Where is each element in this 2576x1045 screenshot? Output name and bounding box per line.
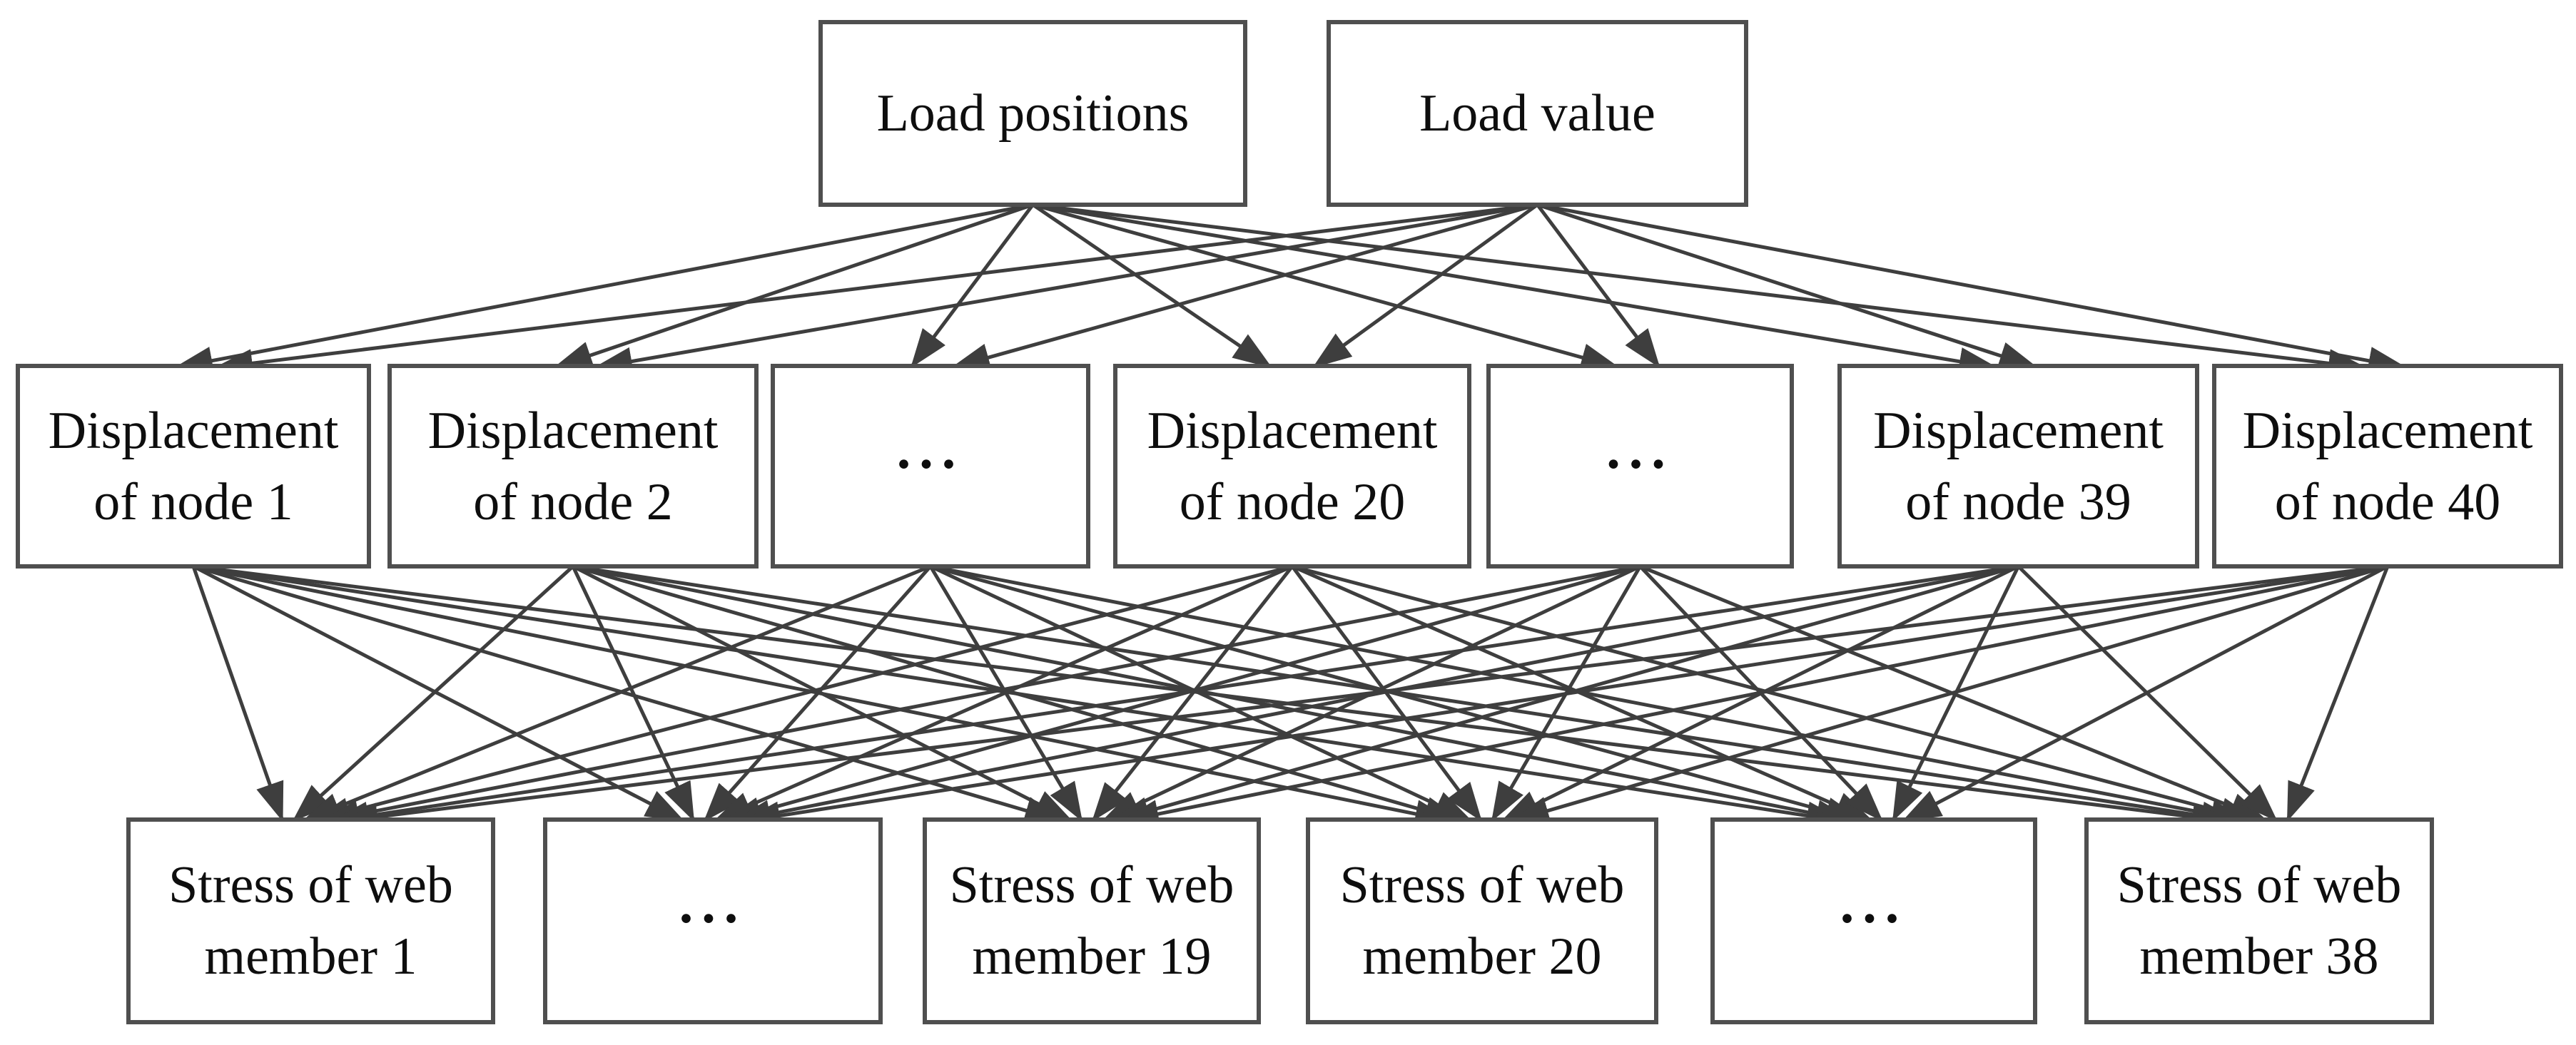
node-displacement-39: Displacement of node 39 <box>1837 364 2199 569</box>
node-displacement-40: Displacement of node 40 <box>2212 364 2563 569</box>
node-label: Stress of web member 19 <box>949 856 1234 986</box>
node-stress-19: Stress of web member 19 <box>923 817 1261 1024</box>
node-displacement-ellipsis-1: ... <box>771 364 1090 569</box>
node-label: Stress of web member 38 <box>2116 856 2402 986</box>
node-displacement-2: Displacement of node 2 <box>387 364 759 569</box>
node-label: Displacement of node 20 <box>1147 401 1438 531</box>
node-label: Displacement of node 39 <box>1873 401 2164 531</box>
node-label: Load value <box>1419 84 1655 143</box>
node-load-positions: Load positions <box>818 20 1247 207</box>
node-stress-1: Stress of web member 1 <box>126 817 495 1024</box>
ellipsis-label: ... <box>1840 872 1908 934</box>
node-load-value: Load value <box>1327 20 1748 207</box>
node-displacement-20: Displacement of node 20 <box>1113 364 1471 569</box>
node-stress-ellipsis-2: ... <box>1710 817 2037 1024</box>
node-label: Load positions <box>876 84 1190 143</box>
node-label: Displacement of node 2 <box>427 401 719 531</box>
ellipsis-label: ... <box>679 872 747 934</box>
node-stress-20: Stress of web member 20 <box>1306 817 1658 1024</box>
node-displacement-ellipsis-2: ... <box>1486 364 1794 569</box>
node-label: Stress of web member 1 <box>168 856 453 986</box>
node-label: Displacement of node 1 <box>48 401 339 531</box>
ellipsis-label: ... <box>1606 417 1674 480</box>
node-displacement-1: Displacement of node 1 <box>16 364 371 569</box>
ellipsis-label: ... <box>896 417 965 480</box>
node-label: Displacement of node 40 <box>2242 401 2533 531</box>
node-stress-38: Stress of web member 38 <box>2084 817 2434 1024</box>
node-stress-ellipsis-1: ... <box>543 817 883 1024</box>
node-label: Stress of web member 20 <box>1339 856 1625 986</box>
